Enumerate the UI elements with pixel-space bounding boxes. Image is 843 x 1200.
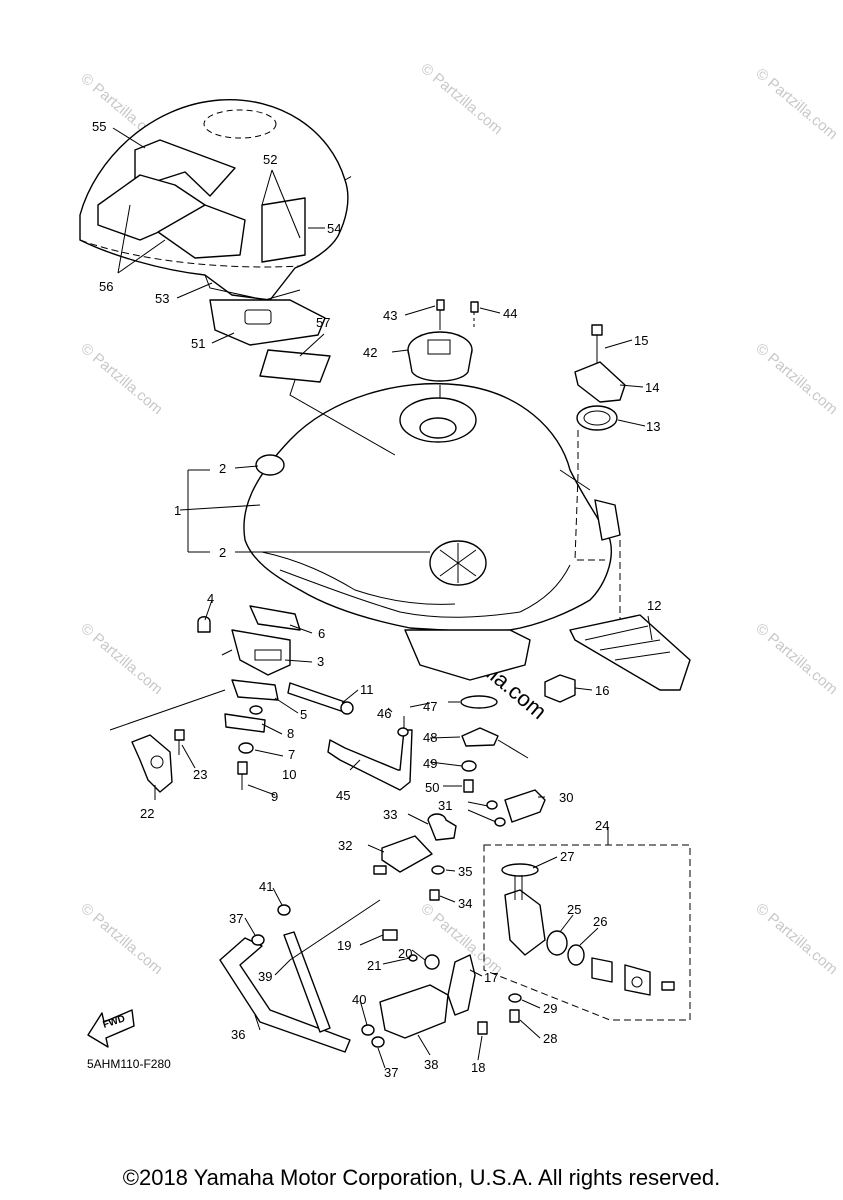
- callout-18: 18: [471, 1060, 485, 1075]
- fuel-pump-parts: [379, 929, 488, 1039]
- callout-45: 45: [336, 788, 350, 803]
- callout-54: 54: [327, 221, 341, 236]
- front-mount-parts: [197, 605, 354, 790]
- callout-4: 4: [207, 591, 214, 606]
- callout-16: 16: [595, 683, 609, 698]
- callout-21: 21: [367, 958, 381, 973]
- callout-51: 51: [191, 336, 205, 351]
- callout-11: 11: [360, 682, 374, 697]
- callout-57: 57: [316, 315, 330, 330]
- watermark: © Partzilla.com: [77, 620, 165, 698]
- callout-13: 13: [646, 419, 660, 434]
- watermark: © Partzilla.com: [77, 900, 165, 978]
- watermark: © Partzilla.com: [752, 65, 840, 143]
- diagram-code: 5AHM110-F280: [87, 1057, 171, 1071]
- callout-48: 48: [423, 730, 437, 745]
- callout-labels: 1 2 2 3 4 5 6 7 8 9 10 11 12 13 14 15 16…: [92, 119, 661, 1080]
- callout-32: 32: [338, 838, 352, 853]
- callout-46: 46: [377, 706, 391, 721]
- callout-37: 37: [229, 911, 243, 926]
- watermark: © Partzilla.com: [77, 340, 165, 418]
- callout-55: 55: [92, 119, 106, 134]
- callout-52: 52: [263, 152, 277, 167]
- callout-12: 12: [647, 598, 661, 613]
- fuel-cock-assembly: [483, 844, 691, 1023]
- watermark: © Partzilla.com: [417, 60, 505, 138]
- return-hoses: [219, 904, 385, 1053]
- callout-2: 2: [219, 545, 226, 560]
- watermark: © Partzilla.com: [752, 900, 840, 978]
- callout-20: 20: [398, 946, 412, 961]
- callout-25: 25: [567, 902, 581, 917]
- callout-35: 35: [458, 864, 472, 879]
- callout-5: 5: [300, 707, 307, 722]
- callout-39: 39: [258, 969, 272, 984]
- copyright-notice: ©2018 Yamaha Motor Corporation, U.S.A. A…: [122, 1165, 721, 1190]
- callout-53: 53: [155, 291, 169, 306]
- fuel-pickup: [460, 695, 529, 793]
- callout-24: 24: [595, 818, 609, 833]
- callout-7: 7: [288, 747, 295, 762]
- callout-29: 29: [543, 1001, 557, 1016]
- vent-hoses: [327, 727, 413, 791]
- callout-15: 15: [634, 333, 648, 348]
- callout-50: 50: [425, 780, 439, 795]
- callout-42: 42: [363, 345, 377, 360]
- callout-47: 47: [423, 699, 437, 714]
- fuel-cap: [407, 299, 479, 382]
- callout-40: 40: [352, 992, 366, 1007]
- callout-34: 34: [458, 896, 472, 911]
- callout-9: 9: [271, 789, 278, 804]
- callout-49: 49: [423, 756, 437, 771]
- callout-31: 31: [438, 798, 452, 813]
- callout-43: 43: [383, 308, 397, 323]
- callout-41: 41: [259, 879, 273, 894]
- watermark: © Partzilla.com: [752, 620, 840, 698]
- callout-23: 23: [193, 767, 207, 782]
- sensor: [131, 729, 185, 793]
- callout-10: 10: [282, 767, 296, 782]
- rear-pad: [544, 614, 691, 703]
- leader-lines: [109, 127, 653, 1069]
- watermark: © Partzilla.com: [752, 340, 840, 418]
- callout-2: 2: [219, 461, 226, 476]
- callout-33: 33: [383, 807, 397, 822]
- callout-6: 6: [318, 626, 325, 641]
- callout-44: 44: [503, 306, 517, 321]
- fuel-hose-filter: [373, 789, 546, 901]
- callout-56: 56: [99, 279, 113, 294]
- fuel-tank: [243, 382, 621, 681]
- callout-36: 36: [231, 1027, 245, 1042]
- callout-27: 27: [560, 849, 574, 864]
- cover-plate-51: [209, 299, 326, 346]
- callout-3: 3: [317, 654, 324, 669]
- label-57: [259, 349, 331, 383]
- callout-8: 8: [287, 726, 294, 741]
- callout-22: 22: [140, 806, 154, 821]
- callout-26: 26: [593, 914, 607, 929]
- fwd-arrow-icon: FWD: [87, 1009, 135, 1048]
- callout-14: 14: [645, 380, 659, 395]
- rear-mount-parts: [574, 324, 626, 630]
- callout-38: 38: [424, 1057, 438, 1072]
- tank-cover: [79, 99, 353, 301]
- callout-28: 28: [543, 1031, 557, 1046]
- callout-17: 17: [484, 970, 498, 985]
- callout-19: 19: [337, 938, 351, 953]
- callout-37: 37: [384, 1065, 398, 1080]
- callout-30: 30: [559, 790, 573, 805]
- callout-1: 1: [174, 503, 181, 518]
